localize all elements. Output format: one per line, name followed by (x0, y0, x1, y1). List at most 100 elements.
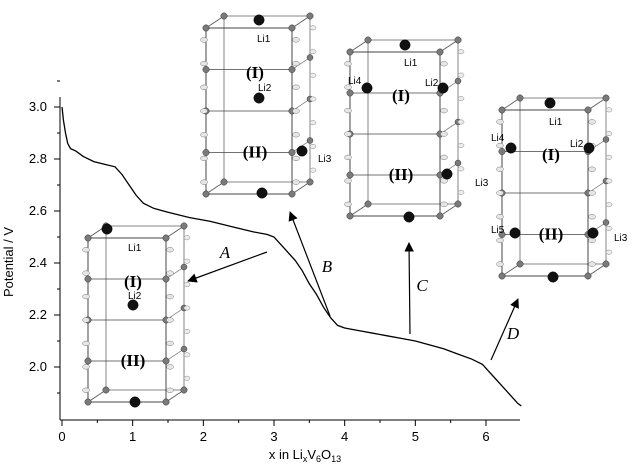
arrow-a (187, 251, 268, 283)
v-atom (602, 136, 610, 143)
o-atom (200, 37, 208, 43)
frame-edge (291, 15, 311, 29)
v-atom (346, 171, 354, 179)
v-atom (346, 212, 354, 220)
y-axis-label: Potential / V (1, 227, 16, 297)
li-atom (296, 145, 308, 157)
o-atom (166, 270, 174, 276)
o-atom (457, 96, 465, 102)
v-atom (288, 66, 296, 73)
v-atom (516, 94, 524, 102)
o-atom (292, 37, 300, 43)
o-atom (496, 214, 504, 220)
v-atom (102, 386, 110, 394)
o-atom (605, 131, 613, 137)
v-atom (584, 272, 592, 280)
li-label: Li4 (491, 133, 505, 144)
v-atom (346, 89, 354, 97)
v-atom (498, 148, 506, 155)
v-atom (364, 36, 372, 44)
o-atom (292, 155, 300, 162)
o-atom (166, 340, 174, 347)
y-tick-label: 2.4 (29, 255, 47, 270)
o-atom (292, 132, 300, 138)
o-atom (605, 107, 613, 113)
o-atom (440, 154, 448, 161)
o-atom (588, 261, 596, 267)
o-atom (82, 340, 90, 347)
y-tick-label: 3.0 (29, 99, 47, 114)
o-atom (200, 132, 208, 138)
region-label-i: (I) (542, 145, 560, 164)
o-atom (183, 258, 191, 264)
li-atom (127, 299, 139, 311)
o-atom (457, 189, 465, 195)
o-atom (200, 60, 208, 67)
x-tick-label: 1 (129, 429, 136, 444)
o-atom (82, 247, 90, 253)
li-label: Li4 (348, 76, 362, 87)
o-atom (309, 96, 317, 102)
o-atom (605, 154, 613, 160)
o-atom (344, 61, 352, 67)
o-atom (183, 375, 191, 381)
arrow-d (490, 298, 519, 361)
li-label: Li1 (257, 34, 271, 45)
region-label-ii: (II) (243, 142, 268, 161)
x-tick-label: 3 (270, 429, 277, 444)
li-atom (253, 92, 265, 104)
o-atom (200, 179, 208, 185)
o-atom (496, 261, 504, 267)
v-atom (202, 24, 210, 32)
y-tick-label: 2.8 (29, 151, 47, 166)
v-atom (162, 357, 170, 365)
li-atom (509, 227, 521, 239)
v-atom (202, 190, 210, 198)
v-atom (202, 66, 210, 73)
layer-line (165, 348, 185, 362)
o-atom (496, 119, 504, 125)
o-atom (344, 131, 352, 137)
li-atom (544, 97, 556, 109)
region-label-ii: (II) (539, 224, 564, 243)
li-atom (583, 142, 595, 154)
arrow-b (288, 211, 331, 317)
o-atom (457, 49, 465, 55)
o-atom (183, 352, 191, 358)
o-atom (588, 237, 596, 244)
v-atom (306, 137, 314, 144)
li-label: Li2 (425, 78, 439, 89)
li-label: Li2 (570, 139, 584, 150)
v-atom (180, 263, 188, 271)
li-atom (129, 396, 141, 408)
v-atom (516, 260, 524, 268)
frame-edge (501, 263, 521, 277)
annotation-letter-a: A (219, 243, 231, 262)
x-tick-label: 4 (341, 429, 348, 444)
annotation-letter-b: B (322, 257, 333, 276)
v-atom (162, 275, 170, 283)
v-atom (180, 386, 188, 394)
v-atom (498, 272, 506, 280)
frame-edge (87, 389, 107, 403)
li-atom (253, 14, 265, 26)
x-tick-label: 2 (200, 429, 207, 444)
frame-edge (501, 97, 521, 111)
o-atom (588, 119, 596, 125)
o-atom (605, 249, 613, 255)
li-label: Li1 (404, 58, 418, 69)
o-atom (496, 142, 504, 149)
v-atom (288, 190, 296, 198)
discharge-curve (61, 106, 522, 407)
v-atom (454, 36, 462, 44)
v-atom (220, 12, 228, 20)
li-atom (587, 227, 599, 239)
li-label: Li1 (549, 117, 563, 128)
x-tick-label: 0 (58, 429, 65, 444)
x-axis-label: x in LixV6O13 (269, 447, 341, 464)
region-label-i: (I) (392, 86, 410, 105)
frame-edge (439, 203, 459, 217)
frame-edge (349, 203, 369, 217)
